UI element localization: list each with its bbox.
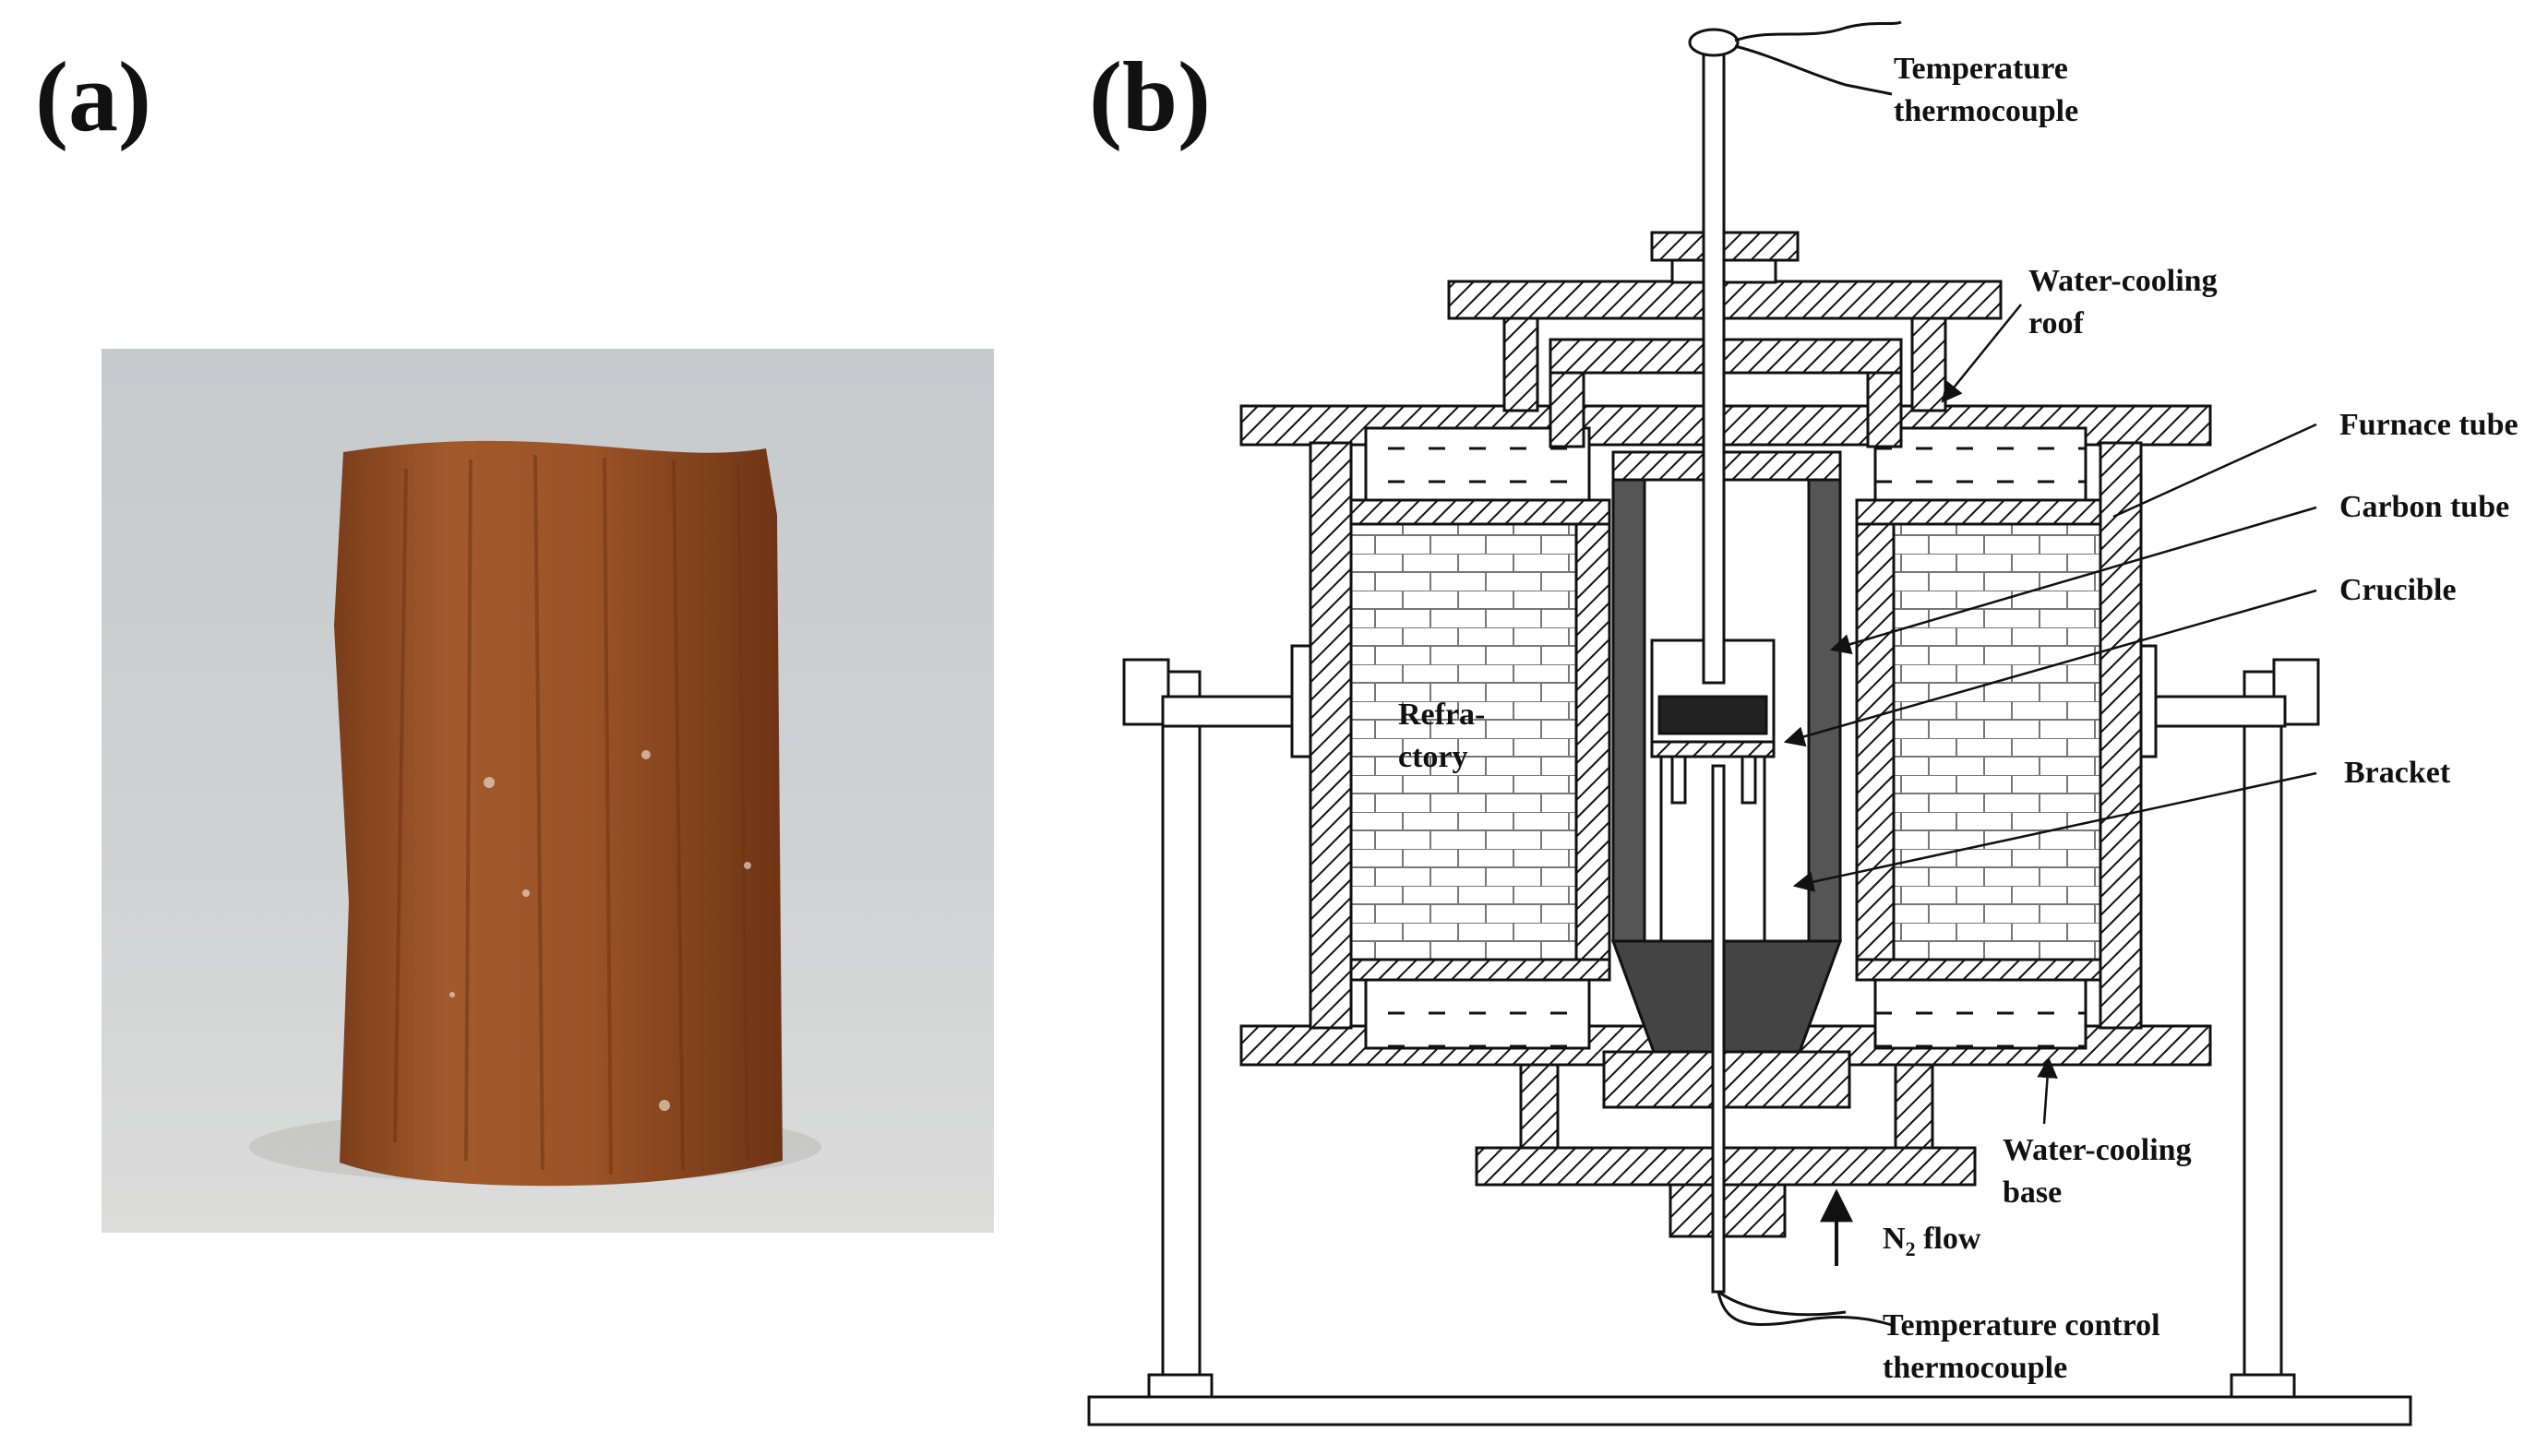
furnace-tube-left-wall [1309, 441, 1353, 1030]
base-plate [1087, 1395, 2412, 1426]
label-furnace-tube: Furnace tube [2339, 408, 2518, 442]
temperature-control-thermocouple-rod [1711, 764, 1726, 1294]
furnace-tube-right-wall [2099, 441, 2143, 1030]
temperature-thermocouple-rod [1702, 44, 1726, 685]
label-water-cooling-roof: Water-cooling roof [2028, 264, 2218, 340]
label-bracket: Bracket [2344, 756, 2451, 790]
panel-b-label: (b) [1089, 42, 1211, 152]
panel-a-label: (a) [35, 42, 151, 152]
label-crucible: Crucible [2339, 573, 2457, 607]
label-temperature-thermocouple: Temperature thermocouple [1894, 52, 2079, 128]
left-bracket-stand [1161, 670, 1202, 1377]
right-refractory [1892, 522, 2102, 961]
water-cooling-base [1475, 1146, 1977, 1187]
label-n2-flow: N2 flow [1883, 1222, 1981, 1260]
bottom-right-water-chamber [1873, 974, 2087, 1050]
left-refractory [1349, 522, 1578, 961]
label-refractory: Refra- ctory [1398, 698, 1486, 774]
sample-photo [102, 349, 994, 1233]
sample-cylinder-image [249, 440, 821, 1187]
right-bracket-stand [2243, 670, 2283, 1377]
top-right-water-chamber [1873, 426, 2087, 502]
bottom-left-water-chamber [1364, 974, 1591, 1050]
carbon-tube-taper [1610, 939, 1843, 1054]
label-carbon-tube: Carbon tube [2339, 490, 2510, 524]
label-water-cooling-base: Water-cooling base [2003, 1133, 2192, 1210]
label-temperature-control-thermocouple: Temperature control thermocouple [1883, 1308, 2160, 1385]
